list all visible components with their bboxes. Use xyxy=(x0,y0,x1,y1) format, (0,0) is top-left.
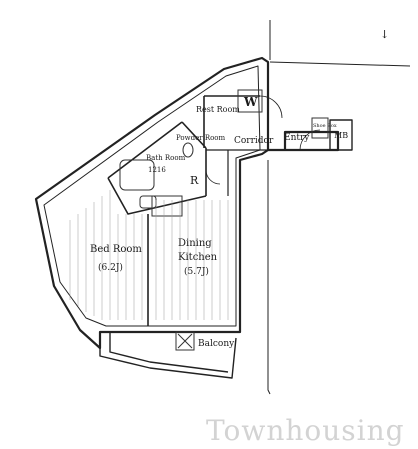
rest-room-label: Rest Room xyxy=(196,105,240,114)
bath-size-label: 1216 xyxy=(148,166,166,174)
balcony-hatch xyxy=(175,331,195,351)
kitchen-label: Kitchen xyxy=(178,252,218,263)
bed-room-label: Bed Room xyxy=(90,244,142,255)
dk-size-label: (5.7J) xyxy=(184,266,209,277)
shoe-box xyxy=(311,117,329,139)
north-mark: ↓ xyxy=(380,28,389,41)
inner-wall xyxy=(43,65,261,327)
dining-label: Dining xyxy=(178,238,212,249)
mb-label: MB xyxy=(334,131,348,140)
toilet xyxy=(182,142,194,158)
outer-wall xyxy=(34,56,340,350)
exterior-line xyxy=(267,20,411,395)
washer-box xyxy=(237,89,263,113)
bath-room-label: Bath Room xyxy=(146,154,186,162)
powder-room-label: Powder Room xyxy=(176,134,226,142)
shoe-box-label: Shoe Box xyxy=(313,123,337,129)
kitchen-counter xyxy=(151,195,183,217)
watermark: Townhousing xyxy=(206,414,405,447)
wc-door xyxy=(259,95,283,119)
corridor-label: Corridor xyxy=(234,136,274,146)
entry-door xyxy=(299,129,321,151)
bath-door xyxy=(205,169,221,185)
balcony-label: Balcony xyxy=(198,339,235,349)
sink xyxy=(139,195,157,209)
bath-wall xyxy=(107,121,207,215)
corridor-wall xyxy=(206,149,268,196)
bed-size-label: (6.2J) xyxy=(98,262,123,273)
balcony-rail xyxy=(99,332,237,379)
entry-label: Entry xyxy=(284,133,310,143)
floor-hatch xyxy=(69,190,229,320)
r-label: R xyxy=(190,174,199,187)
wc-wall xyxy=(203,95,260,148)
mb-box xyxy=(329,119,353,151)
w-label: W xyxy=(243,95,258,109)
tub xyxy=(119,159,155,191)
